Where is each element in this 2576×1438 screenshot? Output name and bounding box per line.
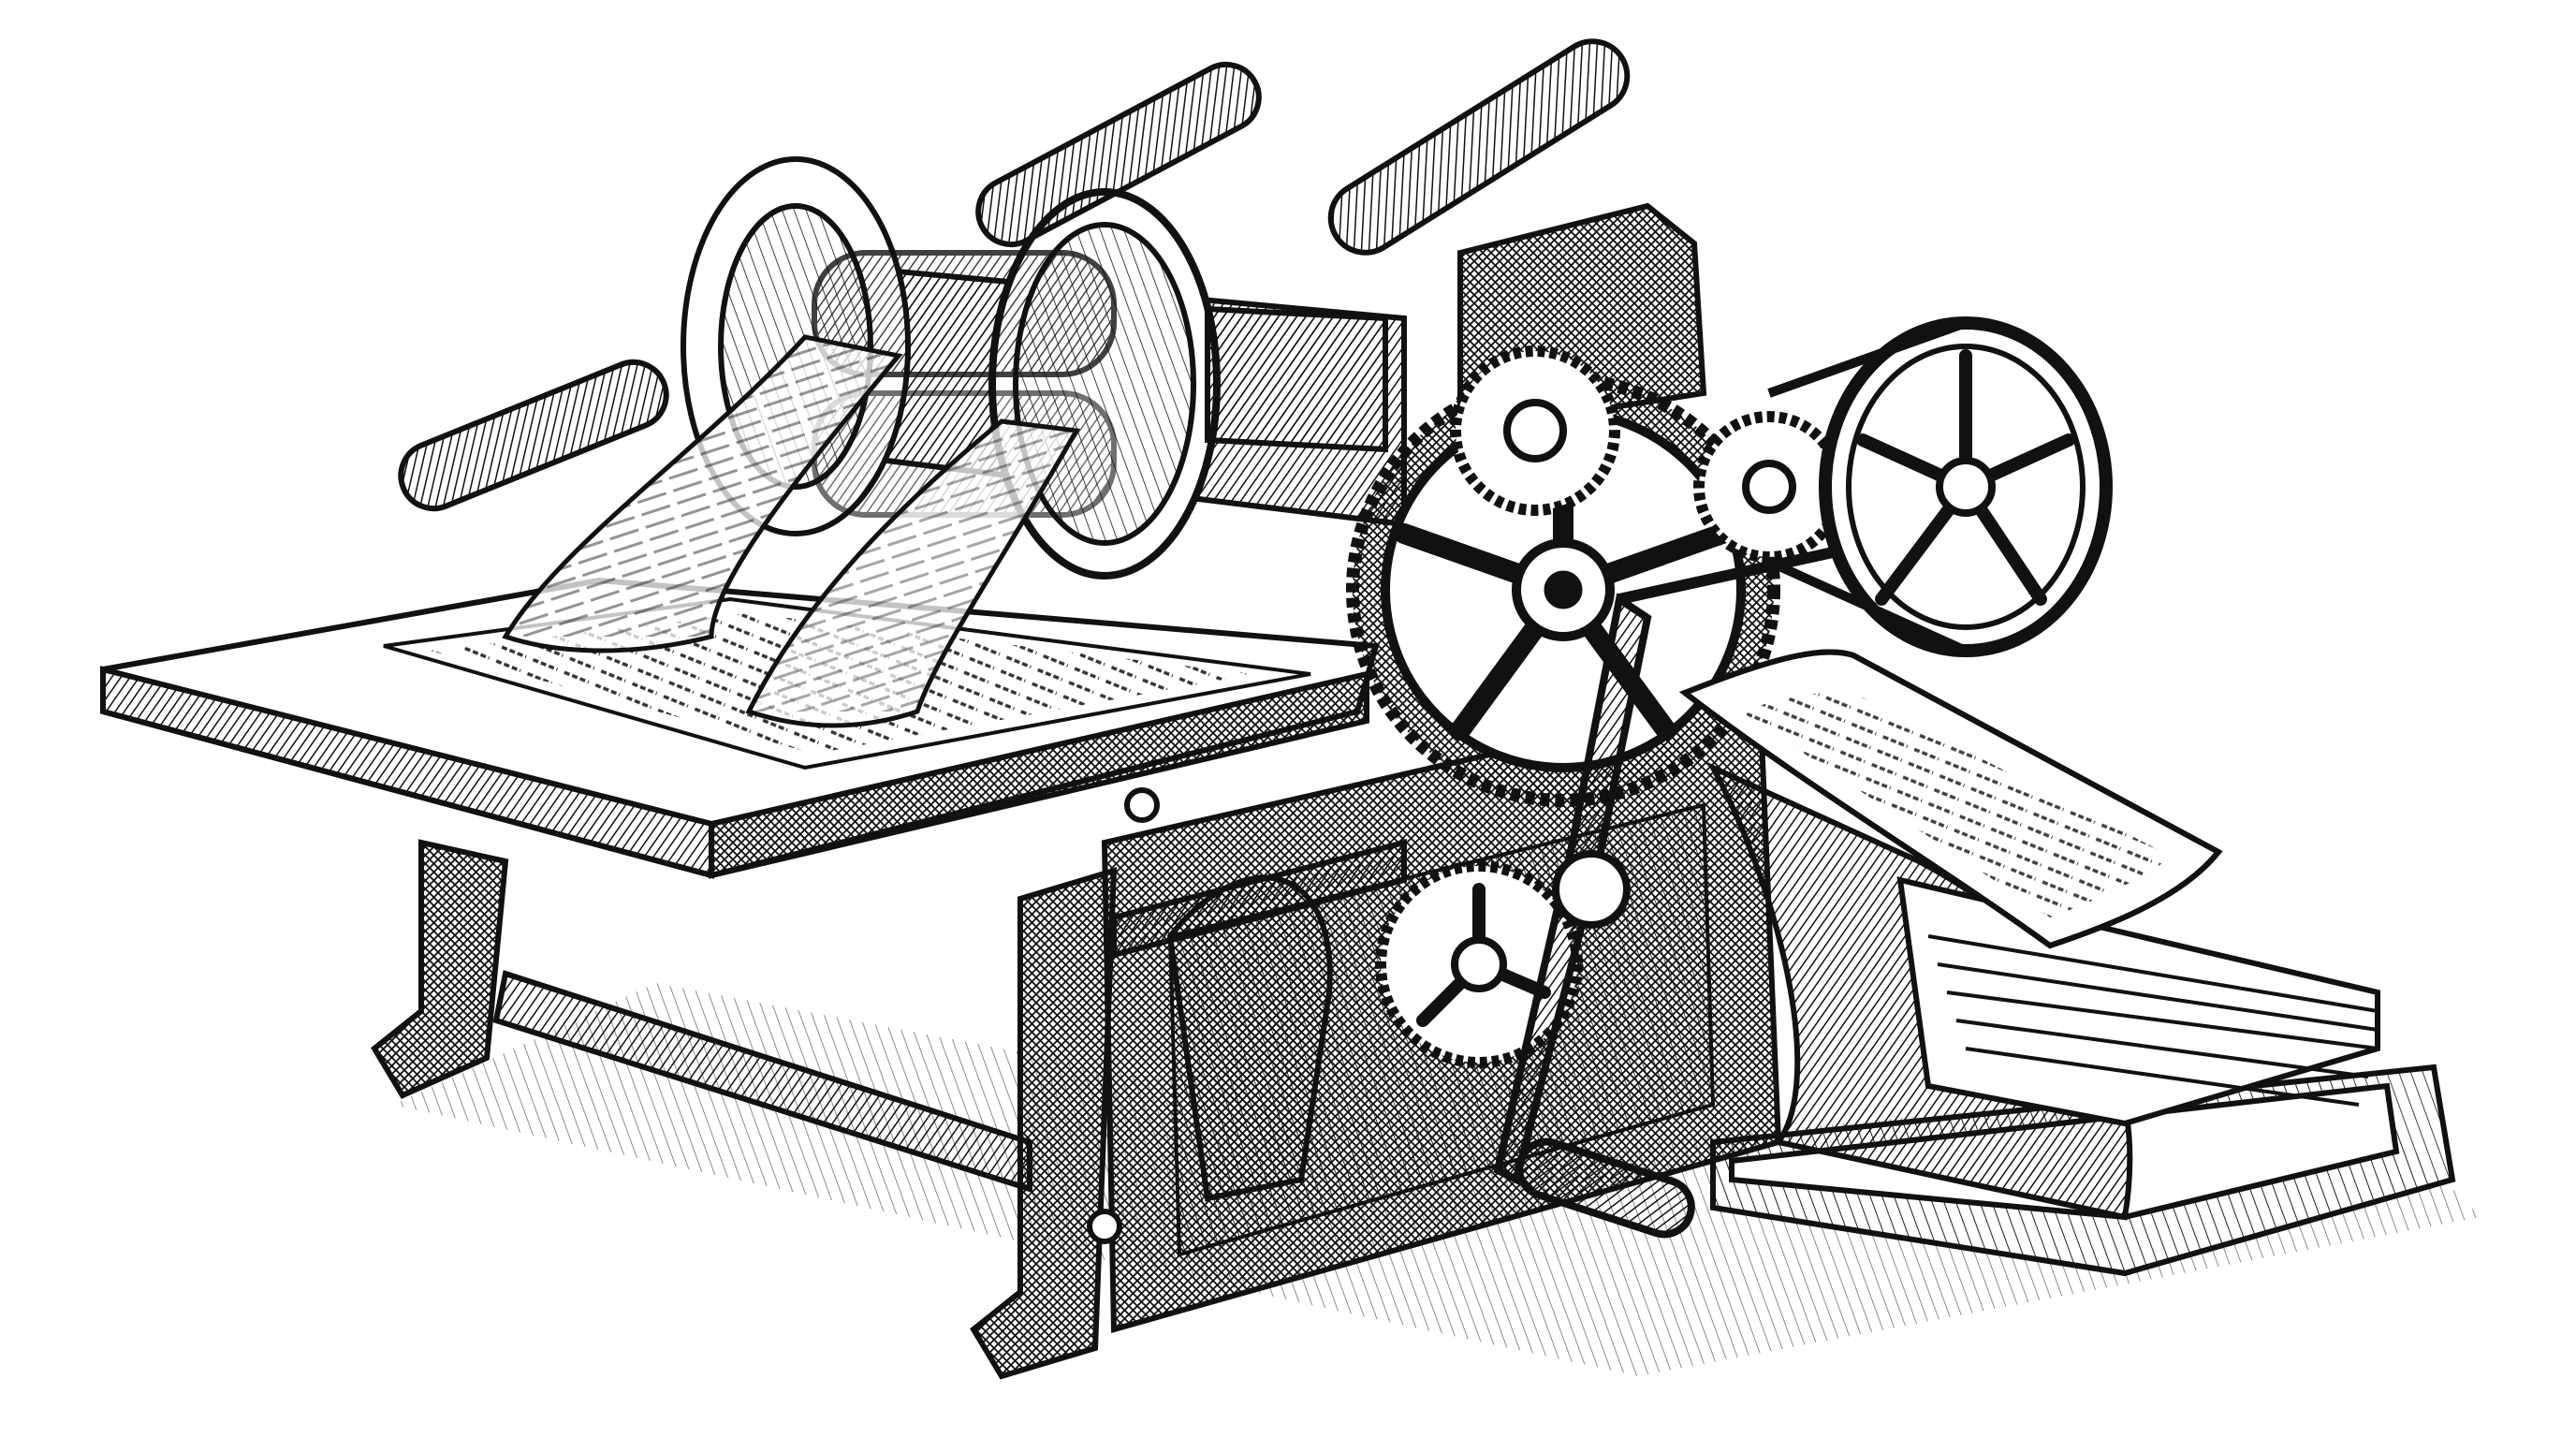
roller-handles [398,38,1631,512]
drive-gear [1346,373,1780,807]
stacked-printed-sheets [1678,649,2456,1277]
sheet-edges [1927,934,2378,1107]
flywheel [1766,316,2113,657]
small-gears [1375,345,1845,1068]
paper-feed [502,334,1081,728]
